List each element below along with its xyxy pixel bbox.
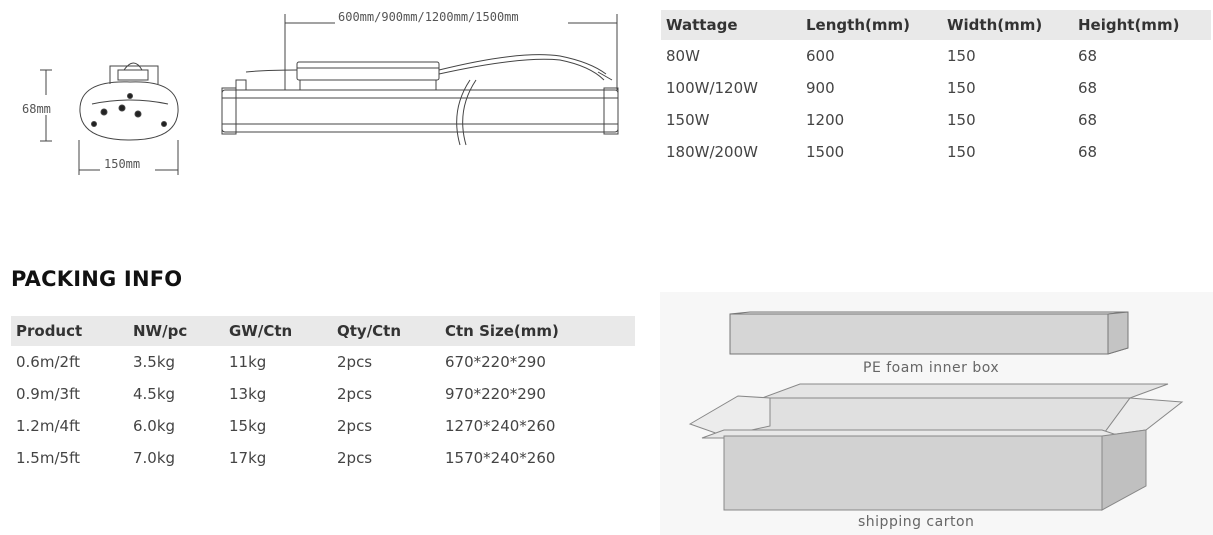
inner-box-label: PE foam inner box xyxy=(863,360,999,376)
table-cell: 150 xyxy=(947,79,976,97)
table-cell: 2pcs xyxy=(337,353,373,371)
table-cell: 17kg xyxy=(229,449,267,467)
shipping-carton-label: shipping carton xyxy=(858,514,974,530)
table-cell: 2pcs xyxy=(337,417,373,435)
table-cell: 68 xyxy=(1078,79,1098,97)
table-cell: 900 xyxy=(806,79,835,97)
table-cell: 0.6m/2ft xyxy=(16,353,80,371)
table-cell: 670*220*290 xyxy=(445,353,546,371)
table-row: 80W 600 150 68 xyxy=(661,40,1211,72)
table-cell: 600 xyxy=(806,47,835,65)
shipping-carton-drawing xyxy=(688,383,1184,511)
height-dimension-label: 68mm xyxy=(22,102,51,116)
table-cell: 2pcs xyxy=(337,449,373,467)
table-header-row: Wattage Length(mm) Width(mm) Height(mm) xyxy=(661,10,1211,40)
table-cell: 1.2m/4ft xyxy=(16,417,80,435)
column-header-length: Length(mm) xyxy=(801,10,942,40)
table-cell: 15kg xyxy=(229,417,267,435)
column-header-gw: GW/Ctn xyxy=(224,316,332,346)
table-cell: 180W/200W xyxy=(666,143,758,161)
dimension-table: Wattage Length(mm) Width(mm) Height(mm) … xyxy=(661,10,1211,168)
table-cell: 150 xyxy=(947,143,976,161)
table-cell: 3.5kg xyxy=(133,353,176,371)
table-cell: 80W xyxy=(666,47,700,65)
width-dimension-label: 150mm xyxy=(104,157,140,171)
front-view-drawing xyxy=(221,14,619,146)
table-cell: 2pcs xyxy=(337,385,373,403)
table-cell: 1270*240*260 xyxy=(445,417,556,435)
table-row: 150W 1200 150 68 xyxy=(661,104,1211,136)
table-row: 1.2m/4ft 6.0kg 15kg 2pcs 1270*240*260 xyxy=(11,410,635,442)
column-header-ctn-size: Ctn Size(mm) xyxy=(440,316,635,346)
table-cell: 0.9m/3ft xyxy=(16,385,80,403)
column-header-nw: NW/pc xyxy=(128,316,224,346)
inner-box-drawing xyxy=(729,311,1129,355)
table-cell: 1570*240*260 xyxy=(445,449,556,467)
column-header-wattage: Wattage xyxy=(661,10,801,40)
table-cell: 100W/120W xyxy=(666,79,758,97)
length-dimension-label: 600mm/900mm/1200mm/1500mm xyxy=(338,10,519,24)
table-row: 0.9m/3ft 4.5kg 13kg 2pcs 970*220*290 xyxy=(11,378,635,410)
table-cell: 11kg xyxy=(229,353,267,371)
column-header-width: Width(mm) xyxy=(942,10,1073,40)
column-header-height: Height(mm) xyxy=(1073,10,1211,40)
table-header-row: Product NW/pc GW/Ctn Qty/Ctn Ctn Size(mm… xyxy=(11,316,635,346)
table-cell: 4.5kg xyxy=(133,385,176,403)
table-row: 1.5m/5ft 7.0kg 17kg 2pcs 1570*240*260 xyxy=(11,442,635,474)
table-cell: 68 xyxy=(1078,143,1098,161)
table-cell: 1200 xyxy=(806,111,845,129)
table-cell: 13kg xyxy=(229,385,267,403)
table-row: 0.6m/2ft 3.5kg 11kg 2pcs 670*220*290 xyxy=(11,346,635,378)
table-cell: 1.5m/5ft xyxy=(16,449,80,467)
table-cell: 68 xyxy=(1078,47,1098,65)
table-cell: 1500 xyxy=(806,143,845,161)
packing-info-title: PACKING INFO xyxy=(11,267,183,291)
side-view-drawing xyxy=(40,62,179,175)
table-cell: 68 xyxy=(1078,111,1098,129)
column-header-qty: Qty/Ctn xyxy=(332,316,440,346)
packing-table: Product NW/pc GW/Ctn Qty/Ctn Ctn Size(mm… xyxy=(11,316,635,474)
table-cell: 150W xyxy=(666,111,710,129)
table-cell: 6.0kg xyxy=(133,417,176,435)
table-row: 100W/120W 900 150 68 xyxy=(661,72,1211,104)
table-cell: 150 xyxy=(947,47,976,65)
table-row: 180W/200W 1500 150 68 xyxy=(661,136,1211,168)
table-cell: 7.0kg xyxy=(133,449,176,467)
column-header-product: Product xyxy=(11,316,128,346)
table-cell: 970*220*290 xyxy=(445,385,546,403)
table-cell: 150 xyxy=(947,111,976,129)
